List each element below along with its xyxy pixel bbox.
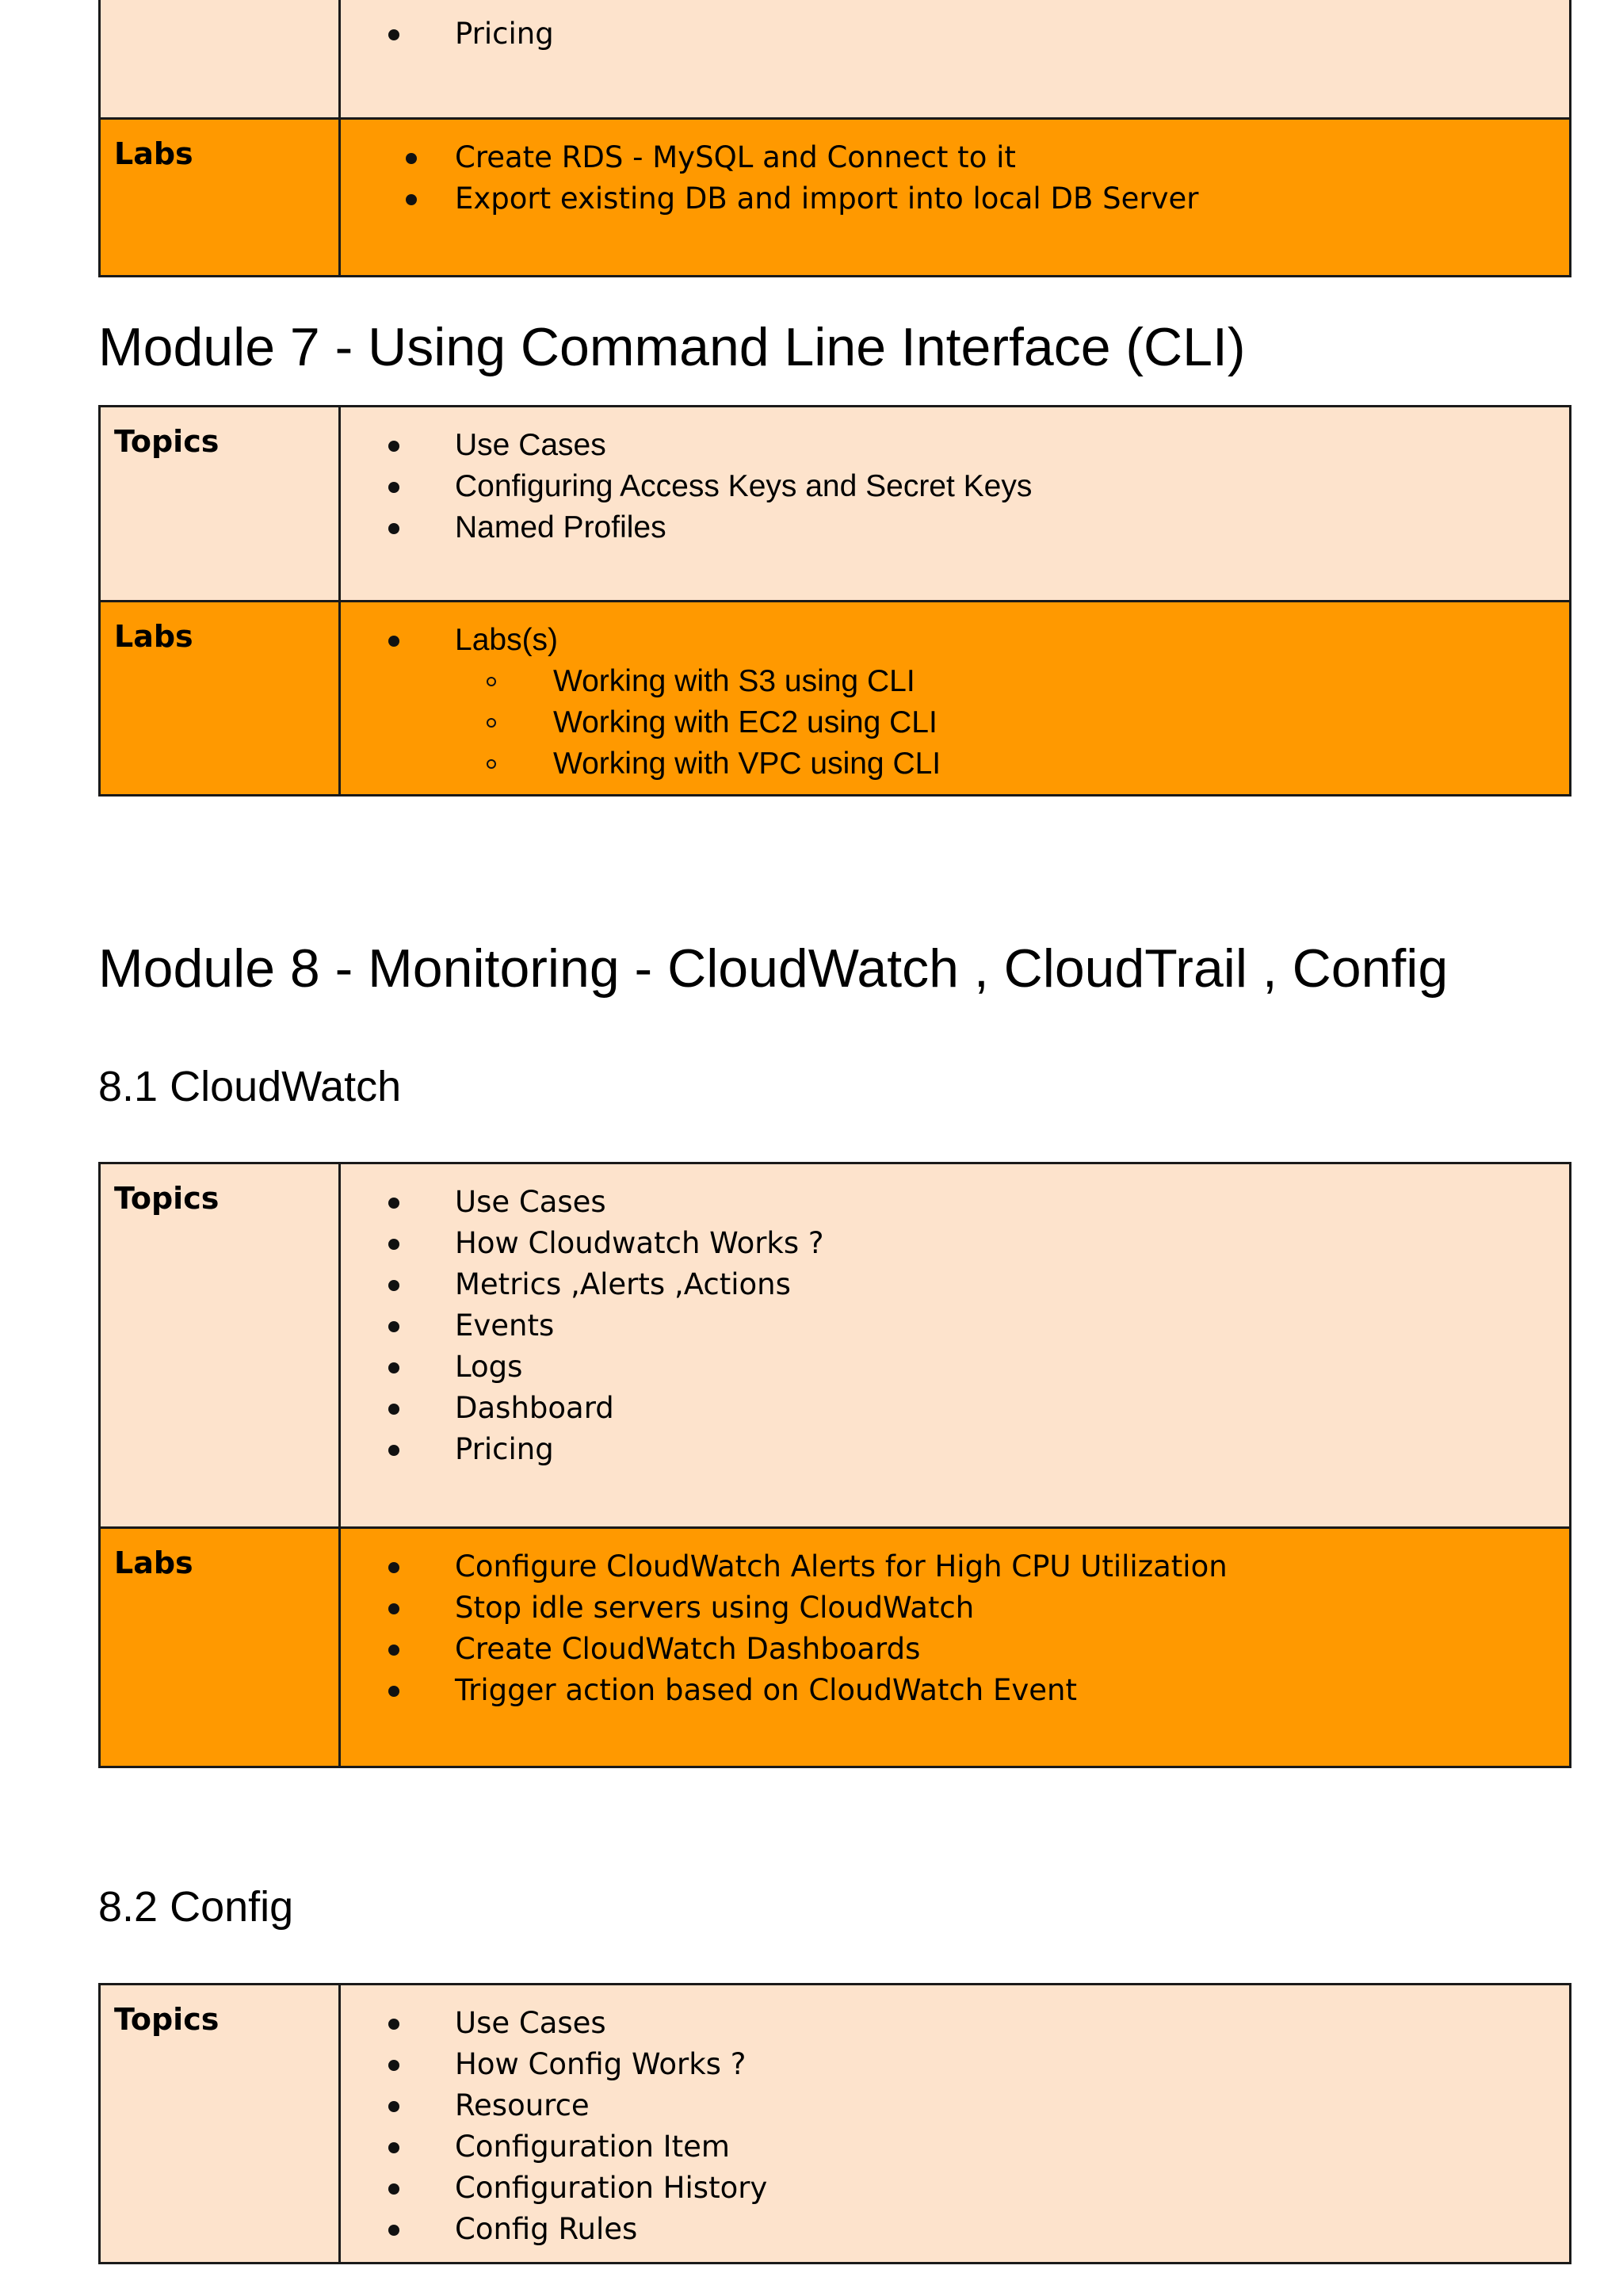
module6-table: Pricing Labs Create RDS - MySQL and Conn… [98, 0, 1571, 277]
bullet-icon [406, 153, 417, 164]
config-heading: 8.2 Config [98, 1883, 294, 1931]
list-item: Configuring Access Keys and Secret Keys [341, 466, 1569, 507]
list-item: Metrics ,Alerts ,Actions [341, 1264, 1569, 1305]
bullet-icon [388, 636, 399, 647]
labs-items-cell: Configure CloudWatch Alerts for High CPU… [338, 1526, 1571, 1768]
list-item: Pricing [341, 1429, 1569, 1470]
labs-label: Labs [114, 1545, 193, 1580]
list-subitem: Working with EC2 using CLI [341, 702, 1569, 743]
bullet-icon [388, 482, 399, 493]
list-item: Named Profiles [341, 507, 1569, 548]
labs-row: Labs Configure CloudWatch Alerts for Hig… [98, 1526, 1571, 1768]
bullet-icon [388, 2060, 399, 2071]
labs-label: Labs [114, 136, 193, 171]
bullet-icon [388, 1445, 399, 1456]
bullet-icon [406, 194, 417, 205]
list-item: Configuration History [341, 2168, 1569, 2209]
labs-items-cell: Create RDS - MySQL and Connect to it Exp… [338, 117, 1571, 277]
labs-label-cell: Labs [98, 117, 341, 277]
module7-table: Topics Use Cases Configuring Access Keys… [98, 405, 1571, 797]
list-item: Labs(s) [341, 620, 1569, 661]
topics-row: Pricing [98, 0, 1571, 120]
list-item: Dashboard [341, 1388, 1569, 1429]
list-item: Configuration Item [341, 2126, 1569, 2168]
bullet-icon [388, 1239, 399, 1250]
labs-row: Labs Create RDS - MySQL and Connect to i… [98, 117, 1571, 277]
list-item: Create CloudWatch Dashboards [341, 1629, 1569, 1670]
module7-heading: Module 7 - Using Command Line Interface … [98, 317, 1246, 377]
list-subitem: Working with S3 using CLI [341, 661, 1569, 702]
topics-items-cell: Use Cases How Config Works ? Resource Co… [338, 1983, 1571, 2264]
list-item: Use Cases [341, 1182, 1569, 1223]
topics-items-cell: Use Cases Configuring Access Keys and Se… [338, 405, 1571, 602]
list-item: Events [341, 1305, 1569, 1347]
topics-items-cell: Pricing [338, 0, 1571, 120]
list-item: Stop idle servers using CloudWatch [341, 1587, 1569, 1629]
list-item: Use Cases [341, 425, 1569, 466]
list-item: Export existing DB and import into local… [341, 178, 1569, 220]
bullet-icon [388, 2142, 399, 2153]
bullet-icon [388, 2183, 399, 2195]
topics-label-cell [98, 0, 341, 120]
bullet-icon [388, 1362, 399, 1373]
labs-items-cell: Labs(s) Working with S3 using CLI Workin… [338, 600, 1571, 797]
bullet-icon [388, 2225, 399, 2236]
topics-label-cell: Topics [98, 1983, 341, 2264]
list-subitem: Working with VPC using CLI [341, 743, 1569, 785]
bullet-icon [388, 2101, 399, 2112]
bullet-icon [388, 1404, 399, 1415]
list-item: Configure CloudWatch Alerts for High CPU… [341, 1546, 1569, 1587]
topics-row: Topics Use Cases Configuring Access Keys… [98, 405, 1571, 602]
cloudwatch-heading: 8.1 CloudWatch [98, 1063, 402, 1110]
bullet-icon [388, 2019, 399, 2030]
bullet-icon [388, 1686, 399, 1697]
module8-heading: Module 8 - Monitoring - CloudWatch , Clo… [98, 938, 1449, 999]
list-item: Use Cases [341, 2003, 1569, 2044]
topics-label-cell: Topics [98, 1162, 341, 1529]
topics-label: Topics [114, 1181, 220, 1216]
list-item: Config Rules [341, 2209, 1569, 2250]
topics-label: Topics [114, 424, 220, 459]
labs-label: Labs [114, 619, 193, 654]
topics-row: Topics Use Cases How Config Works ? Reso… [98, 1983, 1571, 2264]
cloudwatch-table: Topics Use Cases How Cloudwatch Works ? … [98, 1162, 1571, 1768]
bullet-icon [388, 1603, 399, 1614]
bullet-icon [388, 441, 399, 452]
bullet-icon [388, 1562, 399, 1573]
list-item: Logs [341, 1347, 1569, 1388]
topics-label-cell: Topics [98, 405, 341, 602]
topics-label: Topics [114, 2002, 220, 2037]
hollow-bullet-icon [487, 677, 496, 686]
list-item: Resource [341, 2085, 1569, 2126]
list-item: How Cloudwatch Works ? [341, 1223, 1569, 1264]
topics-items-cell: Use Cases How Cloudwatch Works ? Metrics… [338, 1162, 1571, 1529]
list-item: Create RDS - MySQL and Connect to it [341, 137, 1569, 178]
topics-row: Topics Use Cases How Cloudwatch Works ? … [98, 1162, 1571, 1529]
bullet-icon [388, 29, 399, 40]
bullet-icon [388, 1280, 399, 1291]
hollow-bullet-icon [487, 759, 496, 769]
bullet-icon [388, 1198, 399, 1209]
hollow-bullet-icon [487, 718, 496, 728]
labs-label-cell: Labs [98, 1526, 341, 1768]
labs-row: Labs Labs(s) Working with S3 using CLI W… [98, 600, 1571, 797]
config-table: Topics Use Cases How Config Works ? Reso… [98, 1983, 1571, 2264]
bullet-icon [388, 523, 399, 534]
bullet-icon [388, 1321, 399, 1332]
labs-label-cell: Labs [98, 600, 341, 797]
bullet-icon [388, 1645, 399, 1656]
list-item: Trigger action based on CloudWatch Event [341, 1670, 1569, 1711]
list-item: Pricing [341, 13, 1569, 55]
list-item: How Config Works ? [341, 2044, 1569, 2085]
